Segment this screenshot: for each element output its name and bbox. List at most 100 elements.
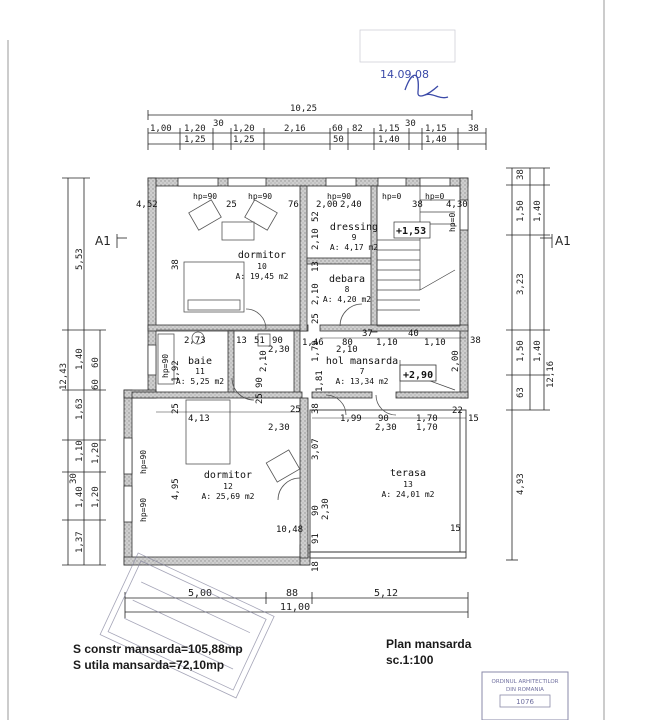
svg-text:1,25: 1,25 bbox=[233, 135, 255, 145]
svg-text:debara: debara bbox=[329, 274, 365, 285]
svg-text:1,25: 1,25 bbox=[184, 135, 206, 145]
svg-text:1,40: 1,40 bbox=[533, 340, 543, 362]
svg-text:25: 25 bbox=[171, 403, 181, 414]
svg-text:80: 80 bbox=[342, 338, 353, 348]
svg-text:3,07: 3,07 bbox=[311, 438, 321, 460]
svg-text:38: 38 bbox=[171, 259, 181, 270]
svg-text:90: 90 bbox=[272, 336, 283, 346]
svg-text:2,10: 2,10 bbox=[311, 283, 321, 305]
svg-text:1,20: 1,20 bbox=[91, 486, 101, 508]
svg-text:hp=90: hp=90 bbox=[193, 192, 217, 201]
svg-text:88: 88 bbox=[286, 588, 298, 599]
svg-text:5,12: 5,12 bbox=[374, 588, 398, 599]
svg-text:25: 25 bbox=[255, 393, 265, 404]
room-labels: dormitor 10 A: 19,45 m2 dressing 9 A: 4,… bbox=[176, 222, 435, 501]
handwritten-signature: 14.09.08 bbox=[359, 29, 456, 99]
svg-text:4,93: 4,93 bbox=[516, 473, 526, 495]
svg-text:1,20: 1,20 bbox=[184, 124, 206, 134]
toilet bbox=[191, 331, 205, 345]
bottom-dimensions: 5,00 88 5,12 11,00 bbox=[124, 588, 469, 618]
svg-text:2,10: 2,10 bbox=[259, 350, 269, 372]
svg-text:15: 15 bbox=[450, 524, 461, 534]
interior-dimensions: 4,52 25 76 2,00 2,40 38 4,30 38 52 2,10 … bbox=[136, 200, 481, 572]
svg-text:82: 82 bbox=[352, 124, 363, 134]
svg-text:2,10: 2,10 bbox=[311, 228, 321, 250]
svg-text:30: 30 bbox=[69, 473, 79, 484]
svg-text:15: 15 bbox=[468, 414, 479, 424]
svg-text:63: 63 bbox=[516, 387, 526, 398]
terrace-parapet bbox=[309, 409, 467, 559]
svg-text:1,70: 1,70 bbox=[416, 423, 438, 433]
svg-text:90: 90 bbox=[311, 505, 321, 516]
bed-room-10 bbox=[183, 261, 245, 313]
svg-text:2,30: 2,30 bbox=[321, 498, 331, 520]
svg-text:2,30: 2,30 bbox=[268, 345, 290, 355]
section-marks: A1 A1 bbox=[95, 234, 571, 248]
svg-text:1,63: 1,63 bbox=[75, 398, 85, 420]
svg-text:hol mansarda: hol mansarda bbox=[326, 356, 398, 367]
svg-text:60: 60 bbox=[91, 357, 101, 368]
svg-text:A: 4,20 m2: A: 4,20 m2 bbox=[323, 295, 371, 304]
dim-left-total: 12,43 bbox=[59, 363, 69, 390]
svg-text:1,50: 1,50 bbox=[516, 200, 526, 222]
room-11: baie 11 A: 5,25 m2 bbox=[176, 356, 224, 386]
left-dimensions: 12,43 5,53 1,40 1,63 1,10 1,40 1,37 60 6… bbox=[59, 177, 106, 566]
svg-text:hp=0: hp=0 bbox=[425, 192, 444, 201]
svg-text:1,92: 1,92 bbox=[171, 360, 181, 382]
svg-text:91: 91 bbox=[311, 533, 321, 544]
svg-text:13: 13 bbox=[311, 261, 321, 272]
bed-room-12 bbox=[185, 399, 231, 465]
svg-text:5,53: 5,53 bbox=[75, 248, 85, 270]
svg-text:2,40: 2,40 bbox=[340, 200, 362, 210]
dim-top-total: 10,25 bbox=[290, 104, 317, 114]
svg-text:1,37: 1,37 bbox=[75, 531, 85, 553]
svg-text:A: 4,17 m2: A: 4,17 m2 bbox=[330, 243, 378, 252]
svg-text:DIN ROMANIA: DIN ROMANIA bbox=[506, 687, 544, 693]
level-marks: +1,53 +2,90 bbox=[396, 226, 437, 382]
svg-text:1,20: 1,20 bbox=[233, 124, 255, 134]
svg-text:38: 38 bbox=[468, 124, 479, 134]
svg-text:1076: 1076 bbox=[516, 698, 534, 706]
faded-stamp bbox=[99, 552, 275, 699]
section-mark-left: A1 bbox=[95, 234, 111, 248]
top-dimensions: 10,25 30 30 1,00 1,20 1,20 2,16 60 82 1,… bbox=[147, 104, 487, 150]
summary-usable-area: S utila mansarda=72,10mp bbox=[73, 658, 225, 672]
svg-text:14.09.08: 14.09.08 bbox=[380, 68, 429, 81]
svg-text:A: 19,45 m2: A: 19,45 m2 bbox=[236, 272, 289, 281]
svg-text:25: 25 bbox=[311, 313, 321, 324]
svg-text:12: 12 bbox=[223, 482, 233, 491]
svg-text:8: 8 bbox=[345, 285, 350, 294]
dim-bottom-total: 11,00 bbox=[280, 602, 310, 613]
svg-text:22: 22 bbox=[452, 406, 463, 416]
svg-text:1,40: 1,40 bbox=[75, 348, 85, 370]
svg-text:18: 18 bbox=[311, 561, 321, 572]
furniture bbox=[157, 199, 397, 501]
svg-text:90: 90 bbox=[255, 377, 265, 388]
svg-text:1,81: 1,81 bbox=[315, 370, 325, 392]
svg-text:40: 40 bbox=[408, 329, 419, 339]
svg-text:37: 37 bbox=[362, 329, 373, 339]
svg-text:dormitor: dormitor bbox=[238, 250, 286, 261]
svg-text:1,15: 1,15 bbox=[425, 124, 447, 134]
windows bbox=[123, 177, 469, 523]
right-dimensions: 38 1,50 3,23 1,50 63 4,93 1,40 1,40 12,1… bbox=[506, 167, 556, 561]
svg-text:10: 10 bbox=[257, 262, 267, 271]
svg-text:13: 13 bbox=[236, 336, 247, 346]
svg-text:12,16: 12,16 bbox=[546, 361, 556, 388]
svg-text:A: 24,01 m2: A: 24,01 m2 bbox=[382, 490, 435, 499]
svg-text:51: 51 bbox=[254, 336, 265, 346]
svg-text:1,99: 1,99 bbox=[340, 414, 362, 424]
svg-text:38: 38 bbox=[412, 200, 423, 210]
window-heights: hp=90 hp=90 hp=90 hp=0 hp=0 hp=0 hp=90 h… bbox=[139, 192, 457, 522]
svg-text:1,40: 1,40 bbox=[425, 135, 447, 145]
svg-text:1,40: 1,40 bbox=[533, 200, 543, 222]
svg-text:2,00: 2,00 bbox=[316, 200, 338, 210]
svg-text:4,95: 4,95 bbox=[171, 478, 181, 500]
svg-text:1,20: 1,20 bbox=[91, 442, 101, 464]
svg-text:A: 13,34 m2: A: 13,34 m2 bbox=[336, 377, 389, 386]
svg-text:dressing: dressing bbox=[330, 222, 378, 233]
plan-title: Plan mansarda bbox=[386, 637, 472, 651]
svg-text:4,13: 4,13 bbox=[188, 414, 210, 424]
svg-text:38: 38 bbox=[516, 169, 526, 180]
